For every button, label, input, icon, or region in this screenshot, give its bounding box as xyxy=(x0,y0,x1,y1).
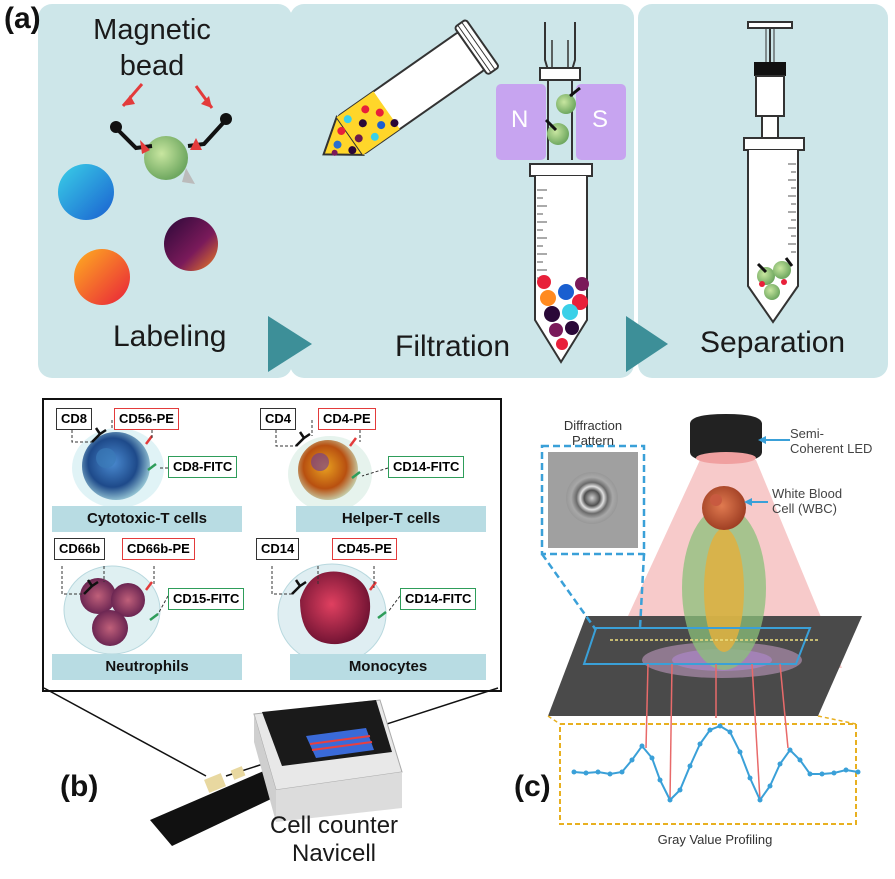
helper-marker-tag: CD4 xyxy=(260,408,297,430)
gray-value-curve xyxy=(573,724,859,802)
gray-value-points xyxy=(571,723,861,803)
neutrophil-fitc-tag: CD15-FITC xyxy=(168,588,245,610)
cytotoxic-t-cell-image xyxy=(72,428,164,508)
filter-column-icon xyxy=(539,22,581,160)
cytotoxic-t-cells-label: Cytotoxic-T cells xyxy=(52,506,242,532)
magnet-n-icon xyxy=(496,84,546,160)
monocyte-pe-tag: CD45-PE xyxy=(332,538,397,560)
antibody-marker-icon xyxy=(83,427,311,595)
chip-icon xyxy=(150,766,290,846)
profiling-box xyxy=(559,723,857,825)
projection-lines xyxy=(645,663,789,801)
step-arrow-icon xyxy=(626,316,668,372)
helper-fitc-tag: CD14-FITC xyxy=(388,456,465,478)
separation-label: Separation xyxy=(700,326,846,359)
purple-cell-icon xyxy=(164,217,218,271)
cytotoxic-pe-tag: CD56-PE xyxy=(114,408,179,430)
helper-t-cell-image xyxy=(288,436,372,512)
helper-t-cells-label: Helper-T cells xyxy=(296,506,486,532)
diffraction-pattern-label: Diffraction Pattern xyxy=(563,418,623,448)
magnet-s-label: S xyxy=(592,106,609,133)
led-label: Semi- Coherent LED xyxy=(790,426,873,456)
magnet-n-label: N xyxy=(511,106,529,133)
blue-cell-icon xyxy=(58,164,114,220)
monocyte-image xyxy=(277,563,387,665)
magnet-s-icon xyxy=(576,84,626,160)
filtration-label: Filtration xyxy=(395,330,511,363)
gray-value-profiling-label: Gray Value Profiling xyxy=(657,832,773,847)
led-icon xyxy=(690,414,762,464)
diffraction-pattern-image xyxy=(566,472,618,524)
monocytes-label: Monocytes xyxy=(290,654,486,680)
panel-b-letter: (b) xyxy=(60,770,99,803)
monocyte-marker-tag: CD14 xyxy=(256,538,300,560)
tilted-tube-icon xyxy=(322,19,499,156)
neutrophil-marker-tag: CD66b xyxy=(54,538,106,560)
neutrophils-label: Neutrophils xyxy=(52,654,242,680)
labeling-label: Labeling xyxy=(113,320,227,353)
panel-a-letter: (a) xyxy=(4,2,41,35)
panel-c-letter: (c) xyxy=(514,770,551,803)
cytotoxic-fitc-tag: CD8-FITC xyxy=(168,456,238,478)
sensor-area xyxy=(582,627,812,665)
magnetic-bead-label: Magnetic bead xyxy=(93,14,211,82)
cell-counter-device-icon xyxy=(253,699,403,822)
collection-tube-icon xyxy=(529,163,593,364)
orange-cell-icon xyxy=(74,249,130,305)
syringe-icon xyxy=(743,21,805,324)
cytotoxic-marker-tag: CD8 xyxy=(56,408,93,430)
helper-pe-tag: CD4-PE xyxy=(318,408,376,430)
monocyte-fitc-tag: CD14-FITC xyxy=(400,588,477,610)
step-arrow-icon xyxy=(268,316,312,372)
neutrophil-pe-tag: CD66b-PE xyxy=(122,538,195,560)
neutrophil-image xyxy=(63,565,161,655)
wbc-label: White Blood Cell (WBC) xyxy=(772,486,843,516)
cell-counter-label: Cell counter Navicell xyxy=(269,812,399,867)
wbc-icon xyxy=(702,486,746,530)
magnetic-bead-icon xyxy=(110,83,232,184)
